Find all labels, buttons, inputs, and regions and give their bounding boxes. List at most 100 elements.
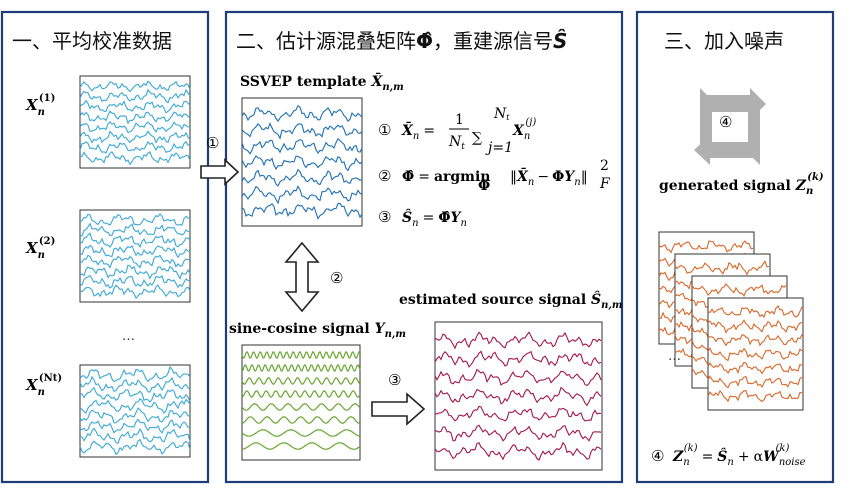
svg-text:∑: ∑: [472, 130, 482, 146]
cycle-arrows-icon: [694, 88, 766, 165]
signal-trace: [79, 88, 191, 104]
svg-text:Φ: Φ: [478, 178, 490, 194]
signal-trace: [707, 389, 803, 403]
sine-cosine-label: sine-cosine signal Yn,m: [229, 321, 406, 340]
svg-text:④: ④: [651, 447, 664, 465]
sine-trace: [241, 377, 361, 385]
trials-ellipsis: …: [122, 329, 135, 344]
signal-trace: [79, 244, 191, 259]
step-3-formula: ③ Ŝn=Φ̂Yn: [378, 208, 467, 229]
estimated-source-label: estimated source signal Ŝn,m: [399, 290, 622, 311]
generated-signal-4: [707, 297, 804, 411]
generated-ellipsis: …: [668, 349, 681, 364]
sine-trace: [241, 403, 361, 411]
signal-trace: [241, 202, 363, 220]
signal-trace: [79, 99, 191, 114]
signal-trace: [79, 232, 191, 249]
svg-text:③: ③: [378, 208, 391, 226]
template-label: SSVEP template X̄n,m: [240, 71, 404, 93]
signal-trace: [79, 130, 191, 144]
signal-trace: [241, 185, 363, 205]
svg-text:②: ②: [378, 167, 391, 185]
sine-trace: [241, 442, 361, 450]
sine-trace: [241, 416, 361, 424]
signal-trace: [79, 151, 191, 166]
panel-1-frame: [0, 10, 210, 484]
trial-signal-2: [79, 209, 191, 303]
signal-trace: [79, 427, 191, 444]
signal-trace: [707, 319, 803, 334]
signal-trace: [79, 213, 191, 226]
cycle-arrow-left: [700, 88, 712, 150]
panel-1-title: 一、平均校准数据: [12, 29, 172, 53]
signal-trace: [79, 407, 191, 424]
trial-label-2: Xn(2): [25, 236, 55, 261]
noise-formula: ④ Zn(k)=Ŝn+αWnoise(k): [651, 443, 806, 468]
sine-cosine-signal: [241, 344, 361, 461]
double-arrow-step-2: [284, 241, 320, 313]
signal-trace: [79, 140, 191, 154]
signal-trace: [658, 240, 754, 254]
sine-trace: [241, 390, 361, 398]
signal-trace: [241, 154, 363, 172]
signal-box-frame: [241, 344, 361, 461]
signal-trace: [691, 282, 787, 297]
signal-trace: [434, 424, 602, 442]
svg-text:Nt: Nt: [448, 134, 465, 152]
signal-trace: [79, 222, 191, 237]
signal-trace: [79, 274, 191, 289]
generated-signal-label: generated signal Zn(k): [659, 172, 824, 197]
arrow-step-1: [200, 158, 240, 186]
signal-trace: [241, 168, 363, 187]
signal-trace: [79, 284, 191, 300]
signal-trace: [707, 334, 803, 347]
signal-box-frame: [434, 321, 603, 471]
trial-label-nt: Xn(Nt): [25, 373, 62, 398]
signal-trace: [434, 331, 602, 350]
svg-text:X̄n=: X̄n=: [401, 120, 435, 142]
cycle-step-4-label: ④: [719, 113, 732, 131]
trial-signal-nt: [79, 364, 191, 458]
signal-box-frame: [79, 209, 191, 303]
trial-label-1: Xn(1): [25, 93, 55, 118]
panel-2-frame: [224, 10, 624, 484]
svg-text:①: ①: [378, 121, 391, 139]
signal-trace: [79, 120, 191, 134]
cycle-arrow-right: [748, 105, 760, 165]
signal-trace: [674, 260, 770, 276]
signal-trace: [79, 110, 191, 125]
svg-text:‖X̄n−ΦYn‖: ‖X̄n−ΦYn‖: [510, 166, 588, 188]
arrow-step-3: [371, 392, 426, 426]
signal-trace: [79, 438, 191, 456]
signal-trace: [434, 368, 602, 387]
signal-trace: [707, 361, 803, 375]
signal-trace: [434, 386, 602, 407]
signal-trace: [707, 375, 803, 389]
panel-3-title: 三、加入噪声: [664, 29, 784, 53]
signal-trace: [79, 386, 191, 403]
signal-trace: [79, 397, 191, 414]
signal-trace: [434, 441, 602, 461]
sine-trace: [241, 350, 361, 360]
generated-signal-stack: [658, 231, 804, 411]
signal-trace: [434, 350, 602, 368]
signal-trace: [241, 138, 363, 155]
svg-text:Ŝn=Φ̂Yn: Ŝn=Φ̂Yn: [402, 208, 467, 229]
svg-text:2: 2: [600, 158, 609, 174]
step-2-formula: ② Φ̂=argmin Φ ‖X̄n−ΦYn‖ 2 F: [378, 158, 611, 194]
signal-trace: [79, 365, 191, 383]
signal-trace: [707, 346, 803, 362]
cycle-arrow-bottom: [694, 135, 760, 165]
svg-text:Zn(k)=Ŝn+αWnoise(k): Zn(k)=Ŝn+αWnoise(k): [672, 443, 806, 468]
arrow-step-1-label: ①: [206, 134, 219, 152]
sine-trace: [241, 363, 361, 373]
trial-signal-1: [79, 75, 191, 169]
signal-trace: [79, 418, 191, 434]
signal-trace: [241, 122, 363, 140]
signal-trace: [79, 375, 191, 393]
svg-text:F: F: [599, 176, 611, 192]
signal-trace: [707, 305, 803, 319]
panel-3-frame: [635, 10, 835, 484]
panel-2-title: 二、估计源混叠矩阵Φ̂，重建源信号Ŝ: [236, 29, 567, 53]
